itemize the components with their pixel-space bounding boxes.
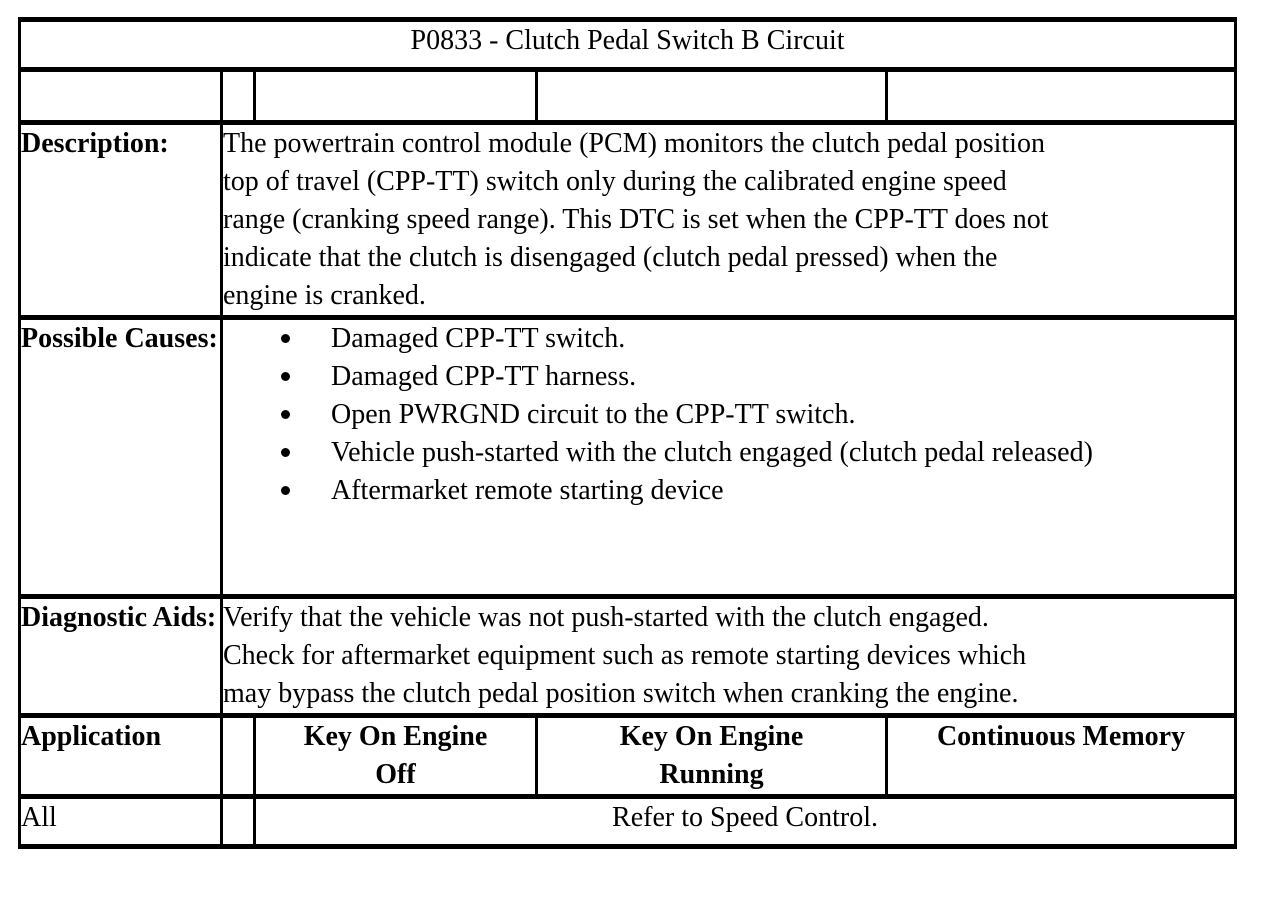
possible-causes-content: Damaged CPP-TT switch. Damaged CPP-TT ha… [219,315,1238,599]
cause-item: Damaged CPP-TT harness. [225,358,1123,396]
matrix-value: Refer to Speed Control. [252,794,1238,849]
column-header-label: Key On Engine Off [303,721,488,790]
spacer-cell [220,713,256,799]
spacer-row [18,67,1238,125]
description-line: range (cranking speed range). This DTC i… [223,204,1049,235]
description-line: engine is cranked. [223,280,426,311]
cause-item: Aftermarket remote starting device [225,472,1123,510]
column-header-label: Continuous Memory [936,721,1186,752]
diagnostic-aids-label: Diagnostic Aids: [18,594,223,718]
diagnostic-aids-row: Diagnostic Aids: Verify that the vehicle… [18,594,1238,718]
cause-item: Open PWRGND circuit to the CPP-TT switch… [225,396,1123,434]
spacer-cell [220,67,256,125]
column-header-continuous-memory: Continuous Memory [884,713,1238,799]
spacer-cell [253,67,538,125]
diagnostic-aids-line: may bypass the clutch pedal position swi… [223,678,1019,709]
dtc-table: P0833 - Clutch Pedal Switch B Circuit De… [17,17,1238,849]
possible-causes-row: Possible Causes: Damaged CPP-TT switch. … [18,315,1238,599]
application-value: All [18,794,223,849]
cause-item: Vehicle push-started with the clutch eng… [225,434,1123,472]
column-header-key-on-engine-running: Key On Engine Running [535,713,888,799]
diagnostic-aids-text: Verify that the vehicle was not push-sta… [219,594,1238,718]
causes-list: Damaged CPP-TT switch. Damaged CPP-TT ha… [225,323,1123,511]
title-row: P0833 - Clutch Pedal Switch B Circuit [17,17,1238,72]
column-header-key-on-engine-off: Key On Engine Off [253,713,538,799]
description-line: indicate that the clutch is disengaged (… [223,242,998,273]
possible-causes-label: Possible Causes: [18,315,223,599]
spacer-cell [884,67,1238,125]
spacer-cell [535,67,888,125]
description-row: Description: The powertrain control modu… [18,120,1238,320]
description-label: Description: [18,120,223,320]
spacer-cell [18,67,223,125]
diagnostic-aids-line: Verify that the vehicle was not push-sta… [223,602,989,633]
application-row-header: Application [18,713,223,799]
diagnostic-aids-line: Check for aftermarket equipment such as … [223,640,1027,671]
description-text: The powertrain control module (PCM) moni… [219,120,1238,320]
description-line: top of travel (CPP-TT) switch only durin… [223,166,1007,197]
spacer-cell [220,794,256,849]
description-line: The powertrain control module (PCM) moni… [223,128,1045,159]
application-value-row: All Refer to Speed Control. [18,794,1238,849]
table-title: P0833 - Clutch Pedal Switch B Circuit [17,17,1238,72]
column-header-label: Key On Engine Running [619,721,804,790]
application-header-row: Application Key On Engine Off Key On Eng… [18,713,1238,799]
cause-item: Damaged CPP-TT switch. [225,323,1123,359]
